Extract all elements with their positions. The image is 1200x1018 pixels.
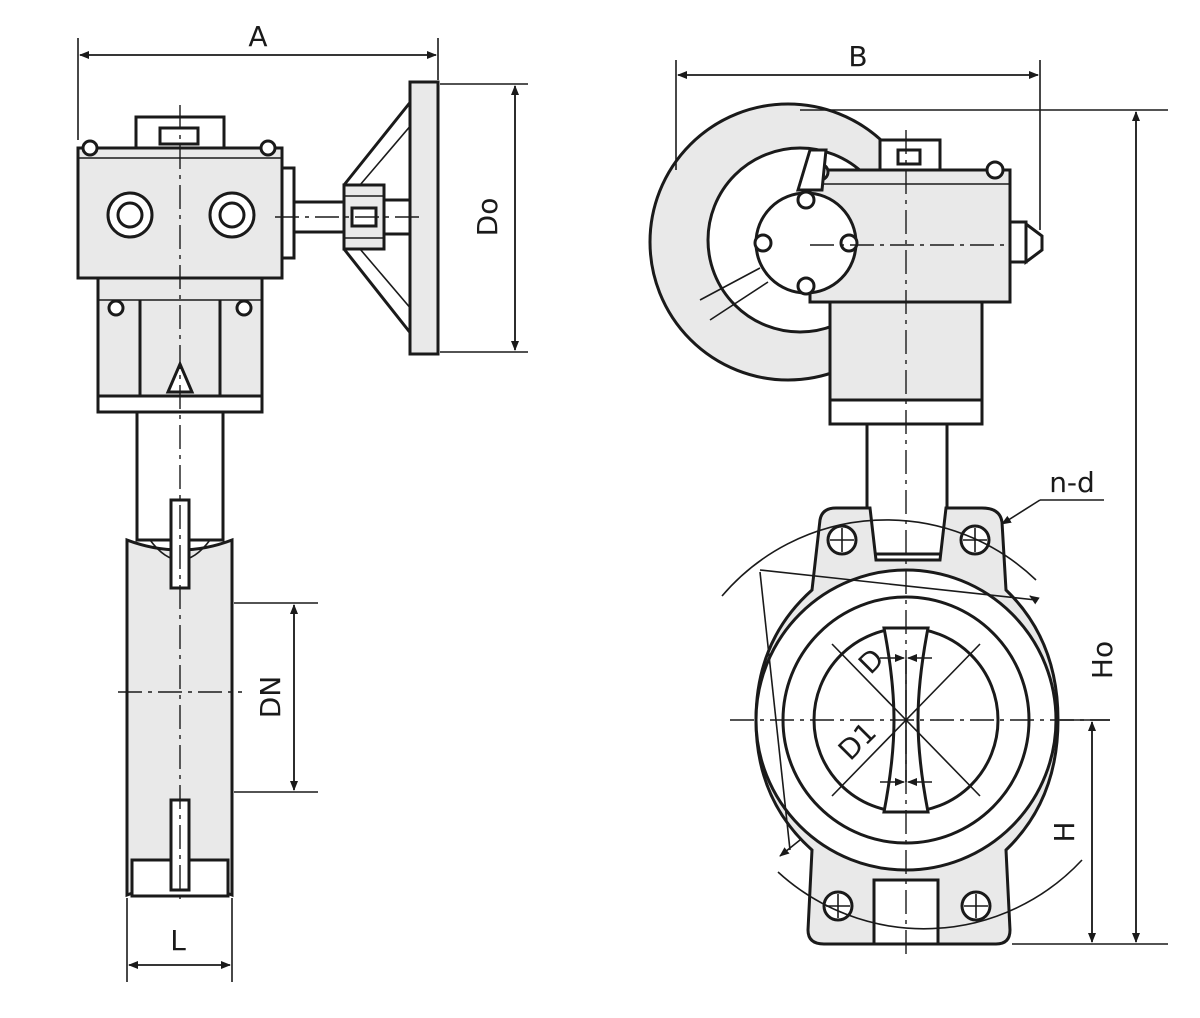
dimension-B: B [675, 40, 1041, 230]
label-B: B [848, 40, 867, 73]
label-A: A [248, 20, 267, 53]
dimension-DN: DN [234, 602, 318, 793]
dimension-L: L [126, 898, 233, 982]
gearbox-bolt-icon [81, 139, 99, 157]
flange-bolt-icon [796, 190, 816, 210]
flange-bolt-icon [753, 233, 773, 253]
dimension-H: H [1048, 719, 1110, 943]
dimension-A: A [77, 20, 439, 140]
label-Ho: Ho [1086, 641, 1119, 679]
front-view [648, 102, 1110, 960]
flange-bolt-icon [796, 276, 816, 296]
label-Do: Do [471, 198, 504, 237]
side-view [76, 80, 440, 905]
dimension-Do: Do [440, 83, 528, 353]
label-nd: n-d [1049, 466, 1095, 499]
indicator-knob-icon [1024, 221, 1044, 265]
label-H: H [1048, 821, 1081, 842]
gearbox-top-handle-slot [158, 126, 200, 146]
dimension-Ho: Ho [800, 109, 1168, 945]
label-L: L [170, 924, 186, 957]
flange-bolt-icon [839, 233, 859, 253]
bolt-circle: n-d [721, 466, 1104, 930]
front-stem-neck [865, 422, 949, 556]
label-DN: DN [254, 676, 287, 719]
handwheel-rim [408, 80, 440, 356]
gearbox-bolt-icon [259, 139, 277, 157]
